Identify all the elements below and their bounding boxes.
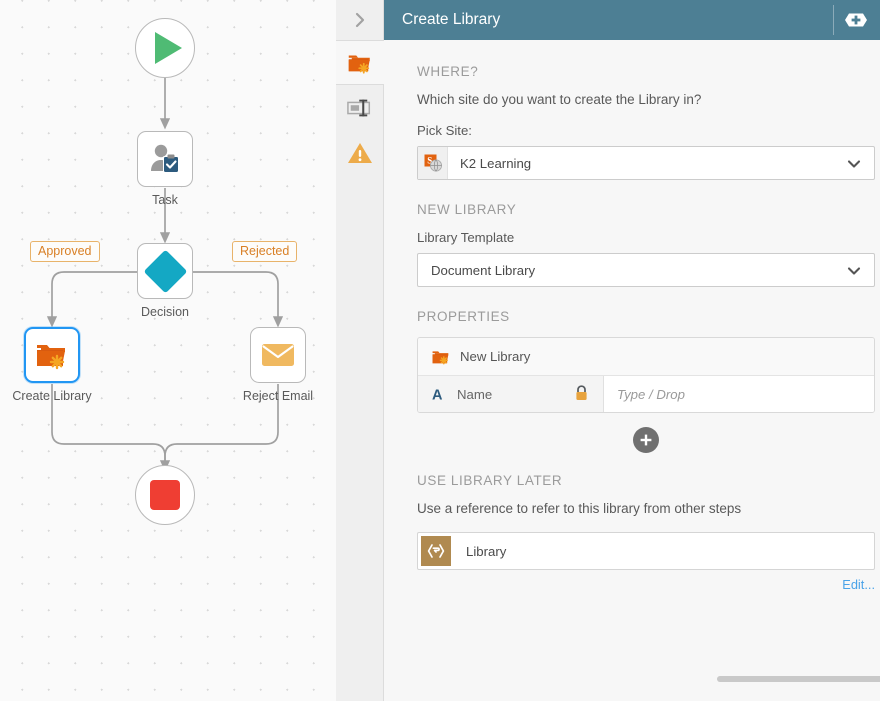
configuration-panel: Create Library <box>336 0 880 701</box>
table-row: A Name Type / Drop <box>418 376 874 412</box>
end-node-shape <box>135 465 195 525</box>
library-reference-field[interactable]: Library <box>417 532 875 570</box>
collapse-panel-button[interactable] <box>336 0 384 40</box>
reference-icon <box>421 536 451 566</box>
pick-site-label: Pick Site: <box>417 123 472 138</box>
task-node-shape <box>137 131 193 187</box>
svg-text:S: S <box>427 156 432 166</box>
edit-reference-link[interactable]: Edit... <box>842 577 875 592</box>
decision-diamond-icon <box>143 249 187 293</box>
library-template-label: Library Template <box>417 230 515 245</box>
tab-configuration[interactable] <box>336 40 385 85</box>
edge-label-rejected: Rejected <box>232 241 298 262</box>
add-property-row <box>417 427 875 453</box>
property-name-label: Name <box>457 386 493 402</box>
create-library-folder-icon <box>432 350 449 364</box>
lock-icon[interactable] <box>574 385 589 402</box>
warning-triangle-icon <box>348 142 372 163</box>
node-label-task: Task <box>152 193 178 207</box>
section-heading-where: WHERE? <box>417 64 479 79</box>
plus-circle-icon <box>640 434 652 446</box>
workflow-node-end[interactable] <box>135 465 195 525</box>
page-title: Create Library <box>402 11 501 28</box>
chevron-right-icon <box>355 12 364 28</box>
play-start-icon <box>155 32 182 64</box>
text-field-icon <box>347 99 371 116</box>
plus-badge-icon <box>845 13 867 27</box>
tab-validation-warnings[interactable] <box>336 130 384 175</box>
sharepoint-site-icon: S <box>424 154 442 172</box>
workflow-canvas[interactable]: Task Decision Approved Rejected <box>0 0 336 701</box>
library-reference-value: Library <box>466 543 507 559</box>
properties-table: New Library A Name Type / Drop <box>417 337 875 413</box>
section-heading-properties: PROPERTIES <box>417 309 510 324</box>
horizontal-scrollbar-track[interactable] <box>717 676 880 682</box>
properties-group-title: New Library <box>460 349 531 364</box>
workflow-node-create-library[interactable]: Create Library <box>12 327 92 403</box>
add-step-button[interactable] <box>839 11 873 29</box>
section-heading-use-later: USE LIBRARY LATER <box>417 473 563 488</box>
decision-node-shape <box>137 243 193 299</box>
property-value-input[interactable]: Type / Drop <box>603 376 874 412</box>
titlebar-divider <box>833 5 834 35</box>
workflow-node-task[interactable]: Task <box>137 131 193 207</box>
email-envelope-icon <box>262 344 294 366</box>
use-later-description: Use a reference to refer to this library… <box>417 501 742 516</box>
where-question-text: Which site do you want to create the Lib… <box>417 92 702 107</box>
add-property-button[interactable] <box>633 427 659 453</box>
panel-title-bar-main: Create Library <box>384 0 880 40</box>
user-task-icon <box>151 144 179 173</box>
panel-tab-column <box>336 40 385 701</box>
text-type-a-icon: A <box>432 388 443 403</box>
site-icon-slot: S <box>418 147 448 179</box>
property-name-cell: A Name <box>418 376 603 412</box>
svg-text:A: A <box>432 388 443 403</box>
workflow-node-reject-email[interactable]: Reject Email <box>243 327 313 403</box>
pick-site-value: K2 Learning <box>460 155 532 171</box>
reject-email-node-shape <box>250 327 306 383</box>
library-template-select[interactable]: Document Library <box>417 253 875 287</box>
tab-input-mapping[interactable] <box>336 85 384 130</box>
workflow-connectors <box>46 78 284 472</box>
chevron-down-icon <box>847 160 861 168</box>
create-library-folder-icon <box>348 55 370 74</box>
pick-site-select[interactable]: S K2 Learning <box>417 146 875 180</box>
chevron-down-icon <box>847 267 861 275</box>
node-label-create-library: Create Library <box>12 389 92 403</box>
create-library-node-shape <box>24 327 80 383</box>
edge-label-approved: Approved <box>30 241 100 262</box>
horizontal-scrollbar-thumb[interactable] <box>717 676 880 682</box>
node-label-decision: Decision <box>141 305 189 319</box>
workflow-node-start[interactable] <box>135 18 195 78</box>
section-heading-new-library: NEW LIBRARY <box>417 202 517 217</box>
create-library-folder-icon <box>37 345 65 370</box>
panel-content: WHERE? Which site do you want to create … <box>384 40 880 701</box>
workflow-node-decision[interactable]: Decision <box>137 243 193 319</box>
properties-group-header: New Library <box>418 338 874 376</box>
library-template-value: Document Library <box>431 262 536 278</box>
stop-end-icon <box>150 480 180 510</box>
start-node-shape <box>135 18 195 78</box>
panel-titlebar: Create Library <box>336 0 880 40</box>
node-label-reject-email: Reject Email <box>242 389 314 403</box>
